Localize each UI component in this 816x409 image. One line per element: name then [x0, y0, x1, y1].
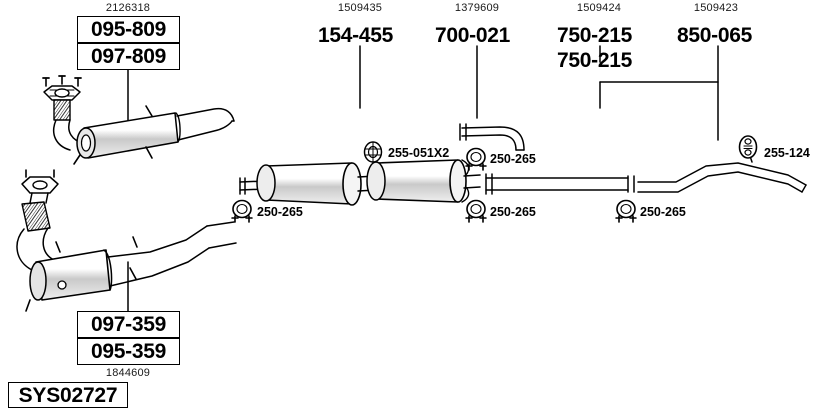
oem-number-1379609: 1379609	[454, 2, 500, 14]
oem-number-1509424: 1509424	[576, 2, 622, 14]
centre-silencer-assembly	[239, 159, 481, 206]
leader-lines-top	[127, 45, 719, 141]
part-number-154-455[interactable]: 154-455	[318, 24, 393, 47]
small-part-label-250-265-upper-right: 250-265	[490, 152, 536, 166]
front-pipe-catalyst-upper	[42, 75, 235, 165]
part-number-750-215-lower[interactable]: 750-215	[557, 49, 632, 72]
oem-number-1509435: 1509435	[337, 2, 383, 14]
exhaust-clamp-icon	[231, 199, 253, 223]
front-pipe-catalyst-lower	[16, 169, 237, 312]
part-number-097-359[interactable]: 097-359	[77, 311, 180, 338]
part-number-750-215-upper[interactable]: 750-215	[557, 24, 632, 47]
intermediate-pipe	[485, 173, 635, 195]
small-part-label-250-265-right: 250-265	[640, 205, 686, 219]
part-number-095-809[interactable]: 095-809	[77, 16, 180, 43]
oem-number-2126318: 2126318	[105, 2, 151, 14]
oem-number-1509423: 1509423	[693, 2, 739, 14]
flange-gasket-icon	[363, 141, 383, 163]
exhaust-clamp-icon	[465, 199, 487, 223]
small-part-label-250-265-center: 250-265	[490, 205, 536, 219]
part-number-097-809[interactable]: 097-809	[77, 43, 180, 70]
small-part-label-255-051X2: 255-051X2	[388, 146, 450, 160]
rubber-hanger-icon	[738, 135, 758, 159]
part-number-095-359[interactable]: 095-359	[77, 338, 180, 365]
small-part-label-255-124: 255-124	[764, 146, 810, 160]
exhaust-clamp-icon	[615, 199, 637, 223]
exhaust-clamp-icon	[465, 147, 487, 171]
curved-link-pipe	[459, 123, 525, 151]
part-number-700-021[interactable]: 700-021	[435, 24, 510, 47]
system-code-badge[interactable]: SYS02727	[8, 382, 128, 408]
oem-number-1844609: 1844609	[105, 367, 151, 379]
small-part-label-250-265-left: 250-265	[257, 205, 303, 219]
part-number-850-065[interactable]: 850-065	[677, 24, 752, 47]
